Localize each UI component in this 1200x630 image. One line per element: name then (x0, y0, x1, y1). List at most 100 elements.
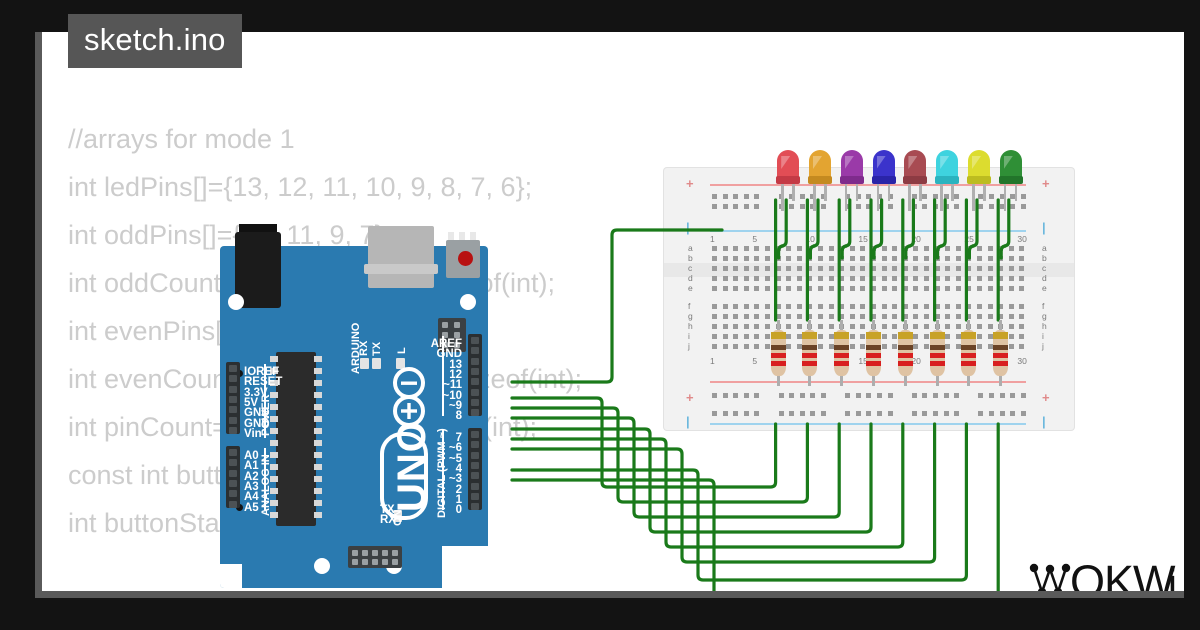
breadboard-hole[interactable] (989, 194, 994, 199)
breadboard-hole[interactable] (922, 393, 928, 398)
breadboard-hole[interactable] (743, 304, 749, 309)
breadboard-hole[interactable] (924, 256, 929, 261)
breadboard-hole[interactable] (722, 314, 728, 319)
breadboard-hole[interactable] (807, 266, 813, 271)
breadboard-hole[interactable] (828, 276, 834, 281)
reset-button-cap[interactable] (458, 251, 473, 266)
breadboard-hole[interactable] (877, 194, 882, 199)
breadboard-hole[interactable] (722, 266, 728, 271)
breadboard-hole[interactable] (810, 393, 816, 398)
breadboard-hole[interactable] (934, 256, 940, 261)
breadboard-hole[interactable] (987, 324, 993, 329)
breadboard-hole[interactable] (1019, 286, 1025, 291)
breadboard-hole[interactable] (924, 266, 929, 271)
breadboard-hole[interactable] (881, 324, 887, 329)
resistor-3[interactable] (834, 320, 850, 386)
resistor-1[interactable] (770, 320, 786, 386)
breadboard-hole[interactable] (712, 344, 717, 349)
breadboard-hole[interactable] (924, 286, 929, 291)
breadboard-hole[interactable] (892, 246, 898, 251)
breadboard-hole[interactable] (987, 314, 993, 319)
breadboard-hole[interactable] (881, 334, 887, 339)
breadboard-hole[interactable] (954, 393, 960, 398)
breadboard-hole[interactable] (828, 304, 834, 309)
breadboard-hole[interactable] (924, 304, 929, 309)
breadboard-hole[interactable] (871, 314, 876, 319)
breadboard-hole[interactable] (765, 314, 770, 319)
breadboard-hole[interactable] (799, 393, 805, 398)
breadboard-hole[interactable] (818, 266, 823, 271)
breadboard-hole[interactable] (712, 286, 717, 291)
breadboard-hole[interactable] (987, 276, 993, 281)
breadboard-hole[interactable] (722, 411, 728, 416)
breadboard-hole[interactable] (892, 256, 898, 261)
breadboard-hole[interactable] (765, 266, 770, 271)
breadboard-hole[interactable] (712, 204, 717, 209)
breadboard-hole[interactable] (1008, 344, 1014, 349)
breadboard-hole[interactable] (978, 393, 984, 398)
breadboard-hole[interactable] (786, 344, 792, 349)
breadboard-hole[interactable] (860, 344, 866, 349)
breadboard-hole[interactable] (821, 204, 826, 209)
breadboard-hole[interactable] (818, 344, 823, 349)
breadboard-hole[interactable] (786, 276, 792, 281)
breadboard-hole[interactable] (871, 304, 876, 309)
breadboard-hole[interactable] (945, 304, 951, 309)
digital-header-high[interactable] (468, 334, 482, 417)
breadboard-hole[interactable] (966, 276, 972, 281)
breadboard-hole[interactable] (733, 411, 739, 416)
breadboard-hole[interactable] (828, 286, 834, 291)
breadboard-hole[interactable] (877, 393, 882, 398)
breadboard-hole[interactable] (733, 266, 739, 271)
breadboard-hole[interactable] (998, 246, 1004, 251)
breadboard-hole[interactable] (810, 411, 816, 416)
breadboard-hole[interactable] (1019, 324, 1025, 329)
breadboard-hole[interactable] (922, 411, 928, 416)
breadboard-hole[interactable] (881, 256, 887, 261)
led-4[interactable] (871, 150, 896, 211)
breadboard-hole[interactable] (977, 256, 982, 261)
breadboard-hole[interactable] (911, 194, 917, 199)
breadboard-hole[interactable] (722, 256, 728, 261)
breadboard-hole[interactable] (998, 286, 1004, 291)
breadboard-hole[interactable] (943, 194, 949, 199)
breadboard-hole[interactable] (712, 411, 717, 416)
breadboard-hole[interactable] (1019, 276, 1025, 281)
breadboard-hole[interactable] (754, 393, 760, 398)
led-8[interactable] (998, 150, 1023, 211)
breadboard-hole[interactable] (778, 393, 784, 398)
breadboard-hole[interactable] (892, 276, 898, 281)
breadboard-hole[interactable] (934, 286, 940, 291)
breadboard-hole[interactable] (786, 324, 792, 329)
breadboard-hole[interactable] (887, 411, 893, 416)
breadboard-hole[interactable] (902, 314, 908, 319)
breadboard-hole[interactable] (966, 286, 972, 291)
breadboard-hole[interactable] (765, 256, 770, 261)
breadboard-hole[interactable] (933, 411, 938, 416)
breadboard-hole[interactable] (881, 276, 887, 281)
breadboard-hole[interactable] (765, 334, 770, 339)
breadboard-hole[interactable] (799, 194, 805, 199)
breadboard-hole[interactable] (743, 314, 749, 319)
breadboard-hole[interactable] (871, 286, 876, 291)
breadboard-hole[interactable] (1010, 204, 1016, 209)
breadboard-hole[interactable] (828, 314, 834, 319)
breadboard-hole[interactable] (978, 204, 984, 209)
breadboard-hole[interactable] (866, 194, 872, 199)
breadboard-hole[interactable] (902, 256, 908, 261)
breadboard-hole[interactable] (821, 393, 826, 398)
breadboard-hole[interactable] (978, 194, 984, 199)
breadboard-hole[interactable] (922, 204, 928, 209)
breadboard-hole[interactable] (712, 304, 717, 309)
breadboard-hole[interactable] (966, 304, 972, 309)
breadboard-hole[interactable] (860, 304, 866, 309)
breadboard-hole[interactable] (786, 314, 792, 319)
breadboard-hole[interactable] (977, 246, 982, 251)
breadboard-hole[interactable] (913, 304, 919, 309)
breadboard-hole[interactable] (989, 393, 994, 398)
breadboard-hole[interactable] (786, 266, 792, 271)
breadboard-hole[interactable] (1008, 304, 1014, 309)
breadboard-hole[interactable] (818, 314, 823, 319)
breadboard-hole[interactable] (818, 334, 823, 339)
breadboard-hole[interactable] (712, 393, 717, 398)
